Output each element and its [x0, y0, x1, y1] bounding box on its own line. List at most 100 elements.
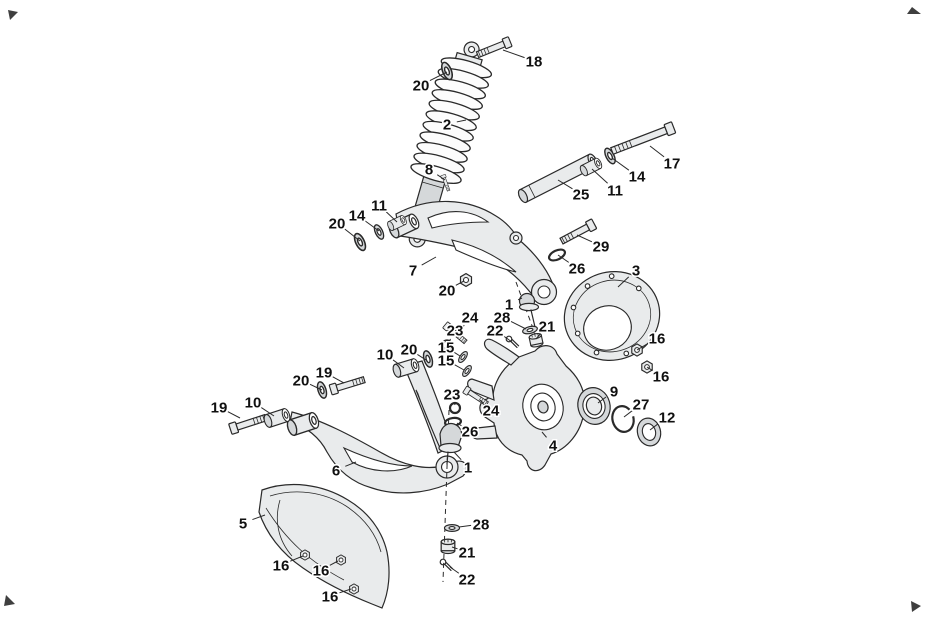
- callout-19: 19: [211, 399, 228, 416]
- brake-disc-shield: [563, 271, 661, 361]
- callout-leader-25: [557, 179, 573, 190]
- callout-16: 16: [313, 562, 330, 579]
- steering-arm: [483, 338, 520, 366]
- callout-leader-24: [479, 399, 484, 404]
- callout-leader-1: [517, 297, 523, 301]
- callout-16: 16: [322, 588, 339, 605]
- callout-24: 24: [462, 309, 479, 326]
- callout-leader-20: [455, 280, 465, 286]
- callout-leader-24: [457, 324, 465, 335]
- callout-leader-15: [454, 364, 465, 371]
- callout-3: 3: [632, 262, 640, 279]
- snap-ring: [611, 405, 635, 433]
- callout-leader-28: [458, 524, 472, 528]
- callout-28: 28: [494, 309, 511, 326]
- callout-16: 16: [649, 330, 666, 347]
- callout-11: 11: [371, 197, 387, 214]
- callout-14: 14: [349, 207, 366, 224]
- callout-21: 21: [459, 544, 476, 561]
- o-ring: [547, 248, 567, 262]
- callout-15: 15: [438, 339, 455, 356]
- callout-10: 10: [377, 346, 394, 363]
- callout-leader-14: [364, 220, 380, 232]
- callout-17: 17: [664, 155, 681, 172]
- castle-nut: [440, 538, 456, 555]
- callout-leader-28: [510, 321, 527, 330]
- callout-leader-6: [345, 461, 357, 467]
- upper-arm-washer: [351, 231, 369, 253]
- callout-leader-21: [451, 546, 458, 550]
- callout-19: 19: [316, 364, 333, 381]
- callout-20: 20: [293, 372, 310, 389]
- callout-leader-22: [449, 566, 460, 574]
- upper-ball-joint-assembly: [505, 281, 550, 373]
- scan-corner-artifact: [8, 10, 18, 20]
- upper-control-arm: [386, 200, 558, 306]
- callout-leader-15: [454, 351, 461, 357]
- wheel-bearing: [577, 387, 611, 425]
- callout-26: 26: [462, 423, 479, 440]
- callout-1: 1: [464, 459, 472, 476]
- callout-6: 6: [332, 462, 340, 479]
- callout-leader-20: [344, 228, 361, 242]
- callout-leader-16: [646, 366, 653, 372]
- callout-26: 26: [569, 260, 586, 277]
- callout-leader-2: [456, 119, 467, 123]
- stud-washer: [443, 523, 461, 533]
- callout-leader-26: [557, 254, 570, 263]
- small-o-ring: [448, 401, 462, 415]
- callout-leader-8: [436, 174, 446, 181]
- callout-leader-26: [456, 422, 462, 427]
- small-washer: [456, 349, 470, 365]
- callout-23: 23: [444, 386, 461, 403]
- shock-top-bolt: [475, 36, 513, 61]
- callout-5: 5: [239, 515, 247, 532]
- callout-leader-10: [392, 359, 405, 369]
- callout-leader-11: [591, 168, 608, 184]
- callout-18: 18: [526, 53, 543, 70]
- callout-8: 8: [425, 161, 433, 178]
- callout-leader-23: [448, 338, 451, 343]
- scan-corner-artifact: [4, 595, 15, 606]
- lower-ball-joint-assembly: [438, 409, 463, 583]
- callout-22: 22: [487, 322, 504, 339]
- callout-leader-27: [623, 409, 634, 418]
- callout-12: 12: [659, 409, 676, 426]
- callout-leader-20: [429, 71, 448, 81]
- callout-29: 29: [593, 238, 610, 255]
- scan-corner-artifact: [911, 601, 921, 612]
- callout-leader-4: [541, 431, 547, 438]
- callout-leader-10: [261, 407, 275, 417]
- small-washer: [460, 363, 474, 379]
- cotter-pin: [439, 558, 454, 572]
- callout-leader-16: [329, 560, 339, 566]
- callout-leader-19: [227, 411, 241, 419]
- callout-22: 22: [459, 571, 476, 588]
- callout-leader-1: [453, 451, 462, 461]
- callout-2: 2: [443, 116, 451, 133]
- callout-leader-3: [617, 276, 630, 288]
- callout-20: 20: [329, 215, 346, 232]
- lower-arm-bolt: [228, 411, 268, 435]
- upper-arm-washer: [371, 222, 387, 242]
- small-o-ring: [441, 339, 453, 351]
- callout-20: 20: [439, 282, 456, 299]
- callout-1: 1: [505, 296, 513, 313]
- guard-screw: [336, 554, 346, 566]
- callout-15: 15: [438, 352, 455, 369]
- callout-11: 11: [607, 182, 623, 199]
- callout-25: 25: [573, 186, 590, 203]
- callout-28: 28: [473, 516, 490, 533]
- callout-20: 20: [413, 77, 430, 94]
- callout-4: 4: [549, 437, 558, 454]
- callout-leader-20: [309, 383, 323, 391]
- callout-leader-19: [332, 376, 345, 384]
- callout-16: 16: [273, 557, 290, 574]
- upper-arm-nut: [459, 273, 473, 287]
- caliper-lug: [471, 425, 498, 440]
- callout-27: 27: [633, 396, 650, 413]
- steering-knuckle: [467, 338, 586, 472]
- scan-corner-artifact: [907, 7, 921, 14]
